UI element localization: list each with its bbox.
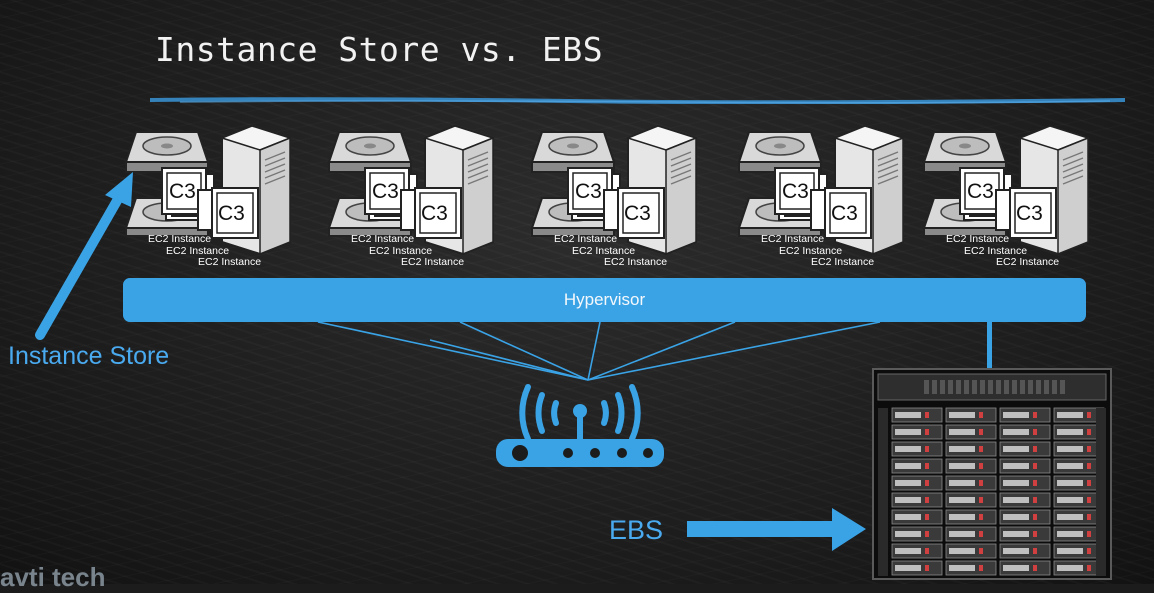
instance-chip-stack — [364, 167, 462, 239]
instance-label: EC2 Instance — [964, 245, 1028, 257]
host-graphics — [737, 124, 906, 256]
slide-title: Instance Store vs. EBS — [155, 30, 604, 69]
chip-label-front: C3 — [372, 180, 399, 203]
instance-label: EC2 Instance — [604, 256, 668, 268]
instance-chip-stack — [567, 167, 665, 239]
instance-label: EC2 Instance — [369, 245, 433, 257]
instance-label: EC2 Instance — [779, 245, 843, 257]
host-graphics — [124, 124, 293, 256]
instance-label: EC2 Instance — [572, 245, 636, 257]
title-underline — [150, 97, 1125, 104]
chip-label-back: C3 — [1016, 202, 1043, 225]
host-graphics — [922, 124, 1091, 256]
hard-drive-icon — [922, 131, 1008, 237]
host-server-5: C3 C3 EC2 Instance EC2 Instance EC2 Inst… — [920, 124, 1095, 274]
storage-array-icon — [872, 368, 1112, 580]
host-server-3: C3 C3 EC2 Instance EC2 Instance EC2 Inst… — [528, 124, 703, 274]
chip-label-back: C3 — [218, 202, 245, 225]
ebs-label: EBS — [609, 515, 664, 545]
hypervisor-bar: Hypervisor — [123, 278, 1086, 322]
chip-label-front: C3 — [782, 180, 809, 203]
host-server-1: C3 C3 EC2 Instance EC2 Instance EC2 Inst… — [122, 124, 297, 274]
instance-label: EC2 Instance — [761, 233, 825, 245]
instance-label: EC2 Instance — [148, 233, 212, 245]
instance-label: EC2 Instance — [166, 245, 230, 257]
chip-label-back: C3 — [421, 202, 448, 225]
chip-label-back: C3 — [831, 202, 858, 225]
chip-label-front: C3 — [169, 180, 196, 203]
instance-chip-stack — [959, 167, 1057, 239]
chip-label-front: C3 — [575, 180, 602, 203]
host-server-2: C3 C3 EC2 Instance EC2 Instance EC2 Inst… — [325, 124, 500, 274]
host-server-4: C3 C3 EC2 Instance EC2 Instance EC2 Inst… — [735, 124, 910, 274]
instance-label: EC2 Instance — [198, 256, 262, 268]
host-graphics — [327, 124, 496, 256]
instance-label: EC2 Instance — [996, 256, 1060, 268]
wifi-router-icon — [496, 384, 664, 467]
instance-chip-stack — [774, 167, 872, 239]
host-graphics — [530, 124, 699, 256]
instance-label: EC2 Instance — [811, 256, 875, 268]
instance-chip-stack — [161, 167, 259, 239]
instance-label: EC2 Instance — [401, 256, 465, 268]
instance-store-arrow — [35, 172, 133, 340]
chip-label-front: C3 — [967, 180, 994, 203]
instance-label: EC2 Instance — [554, 233, 618, 245]
instance-label: EC2 Instance — [946, 233, 1010, 245]
ebs-arrow — [687, 508, 866, 551]
chip-label-back: C3 — [624, 202, 651, 225]
instance-store-label: Instance Store — [8, 342, 170, 370]
instance-label: EC2 Instance — [351, 233, 415, 245]
logo-watermark: avti tech — [0, 562, 106, 592]
